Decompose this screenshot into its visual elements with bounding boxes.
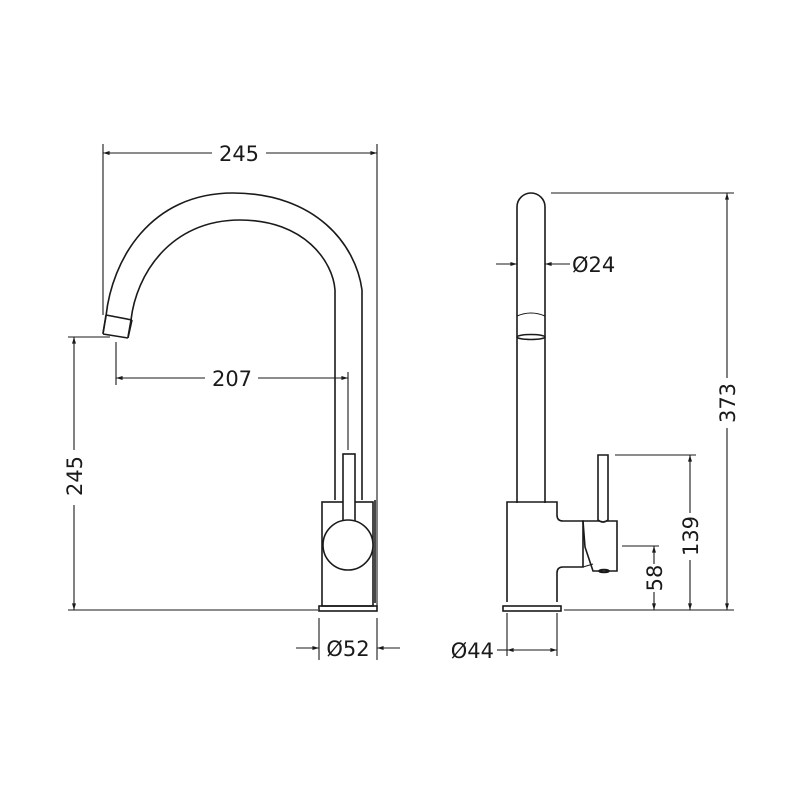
base-diameter-side-label: Ø44 <box>451 639 494 663</box>
dimension-base-diameter-side: Ø44 <box>451 613 558 663</box>
dimension-lever-height: 139 <box>615 454 703 610</box>
overall-width-label: 245 <box>219 142 259 166</box>
dimension-overall-width: 245 <box>102 142 378 606</box>
base-diameter-front-label: Ø52 <box>326 637 369 661</box>
side-view: Ø24 373 139 58 <box>451 192 740 663</box>
spout-reach-label: 207 <box>212 367 252 391</box>
lever-height-label: 139 <box>679 516 703 556</box>
dimension-spout-diameter: Ø24 <box>496 253 615 277</box>
overall-height-label: 373 <box>716 383 740 423</box>
dimension-overall-height: 373 <box>551 192 740 611</box>
dimension-spout-height: 245 <box>63 336 318 611</box>
tap-body-side <box>502 454 618 612</box>
spout-outline <box>102 192 363 500</box>
spout-diameter-label: Ø24 <box>572 253 615 277</box>
front-view: 245 207 245 Ø52 <box>63 142 400 661</box>
tap-body <box>318 453 378 612</box>
lever-pivot-height-label: 58 <box>643 565 667 592</box>
spout-height-label: 245 <box>63 456 87 496</box>
dimension-base-diameter-front: Ø52 <box>296 618 400 661</box>
dimension-lever-pivot-height: 58 <box>622 545 667 610</box>
spout-tube <box>516 192 546 503</box>
dimension-spout-reach: 207 <box>115 342 349 450</box>
